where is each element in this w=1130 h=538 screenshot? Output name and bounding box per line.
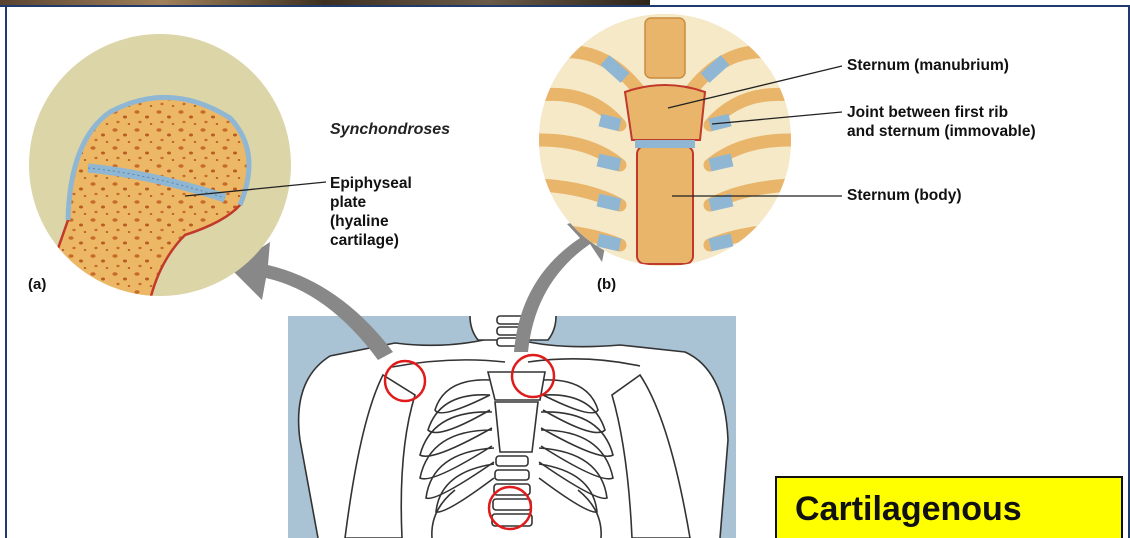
diagram-title: Synchondroses	[330, 121, 450, 139]
caption-text: Cartilagenous	[795, 490, 1022, 529]
panel-b-letter: (b)	[597, 276, 616, 293]
panel-a-letter: (a)	[28, 276, 46, 293]
label-sternum-manubrium: Sternum (manubrium)	[847, 56, 1009, 75]
skeleton-drawing	[299, 316, 728, 538]
label-sternum-body: Sternum (body)	[847, 186, 962, 205]
label-epiphyseal-plate: Epiphyseal plate (hyaline cartilage)	[330, 174, 412, 250]
label-first-rib-joint: Joint between first rib and sternum (imm…	[847, 103, 1036, 141]
caption-box: Cartilagenous	[775, 476, 1123, 538]
